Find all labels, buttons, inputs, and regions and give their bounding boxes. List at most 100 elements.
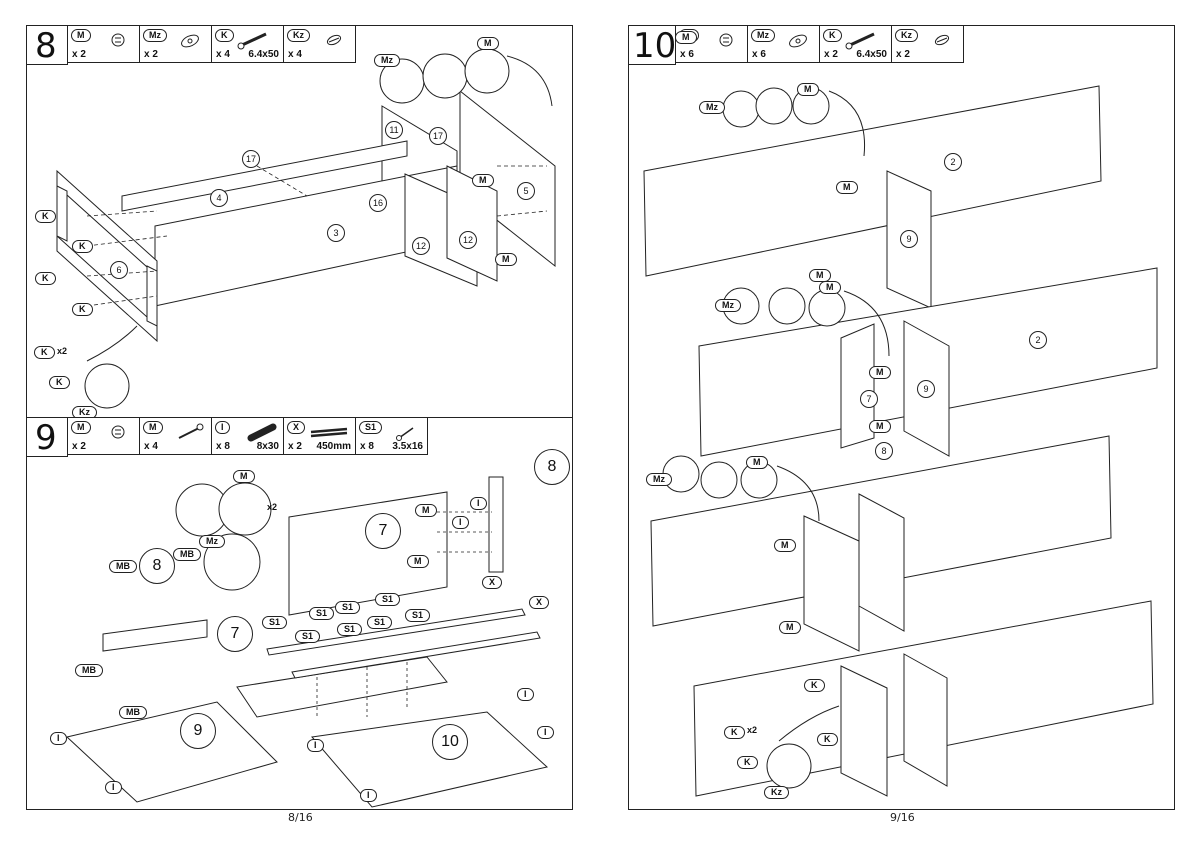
cam-lock-icon <box>111 425 125 439</box>
part-cam-bolt: M x 4 <box>139 418 211 454</box>
step-10-number-box: 10 <box>629 26 676 65</box>
panel-12: 12 <box>459 231 477 249</box>
label-Kz: Kz <box>764 786 789 799</box>
cam-lock-icon <box>719 33 733 47</box>
label-M: M <box>819 281 841 294</box>
label-I: I <box>105 781 122 794</box>
right-manual-page: 10 M x 6 Mz x 6 K x 2 6.4x50 Kz x 2 <box>628 25 1175 810</box>
label-M: M <box>779 621 801 634</box>
label-MB: MB <box>173 548 201 561</box>
panel-5: 5 <box>517 182 535 200</box>
label-S1: S1 <box>337 623 363 636</box>
panel-4: 4 <box>210 189 228 207</box>
label-MB: MB <box>119 706 147 719</box>
label-M: M <box>774 539 796 552</box>
label-S1: S1 <box>405 609 431 622</box>
dowel-icon <box>247 423 277 442</box>
part-cam-cover: Mz x 2 <box>139 26 211 62</box>
part-screw-cap: Kz x 2 <box>891 26 963 62</box>
label-I: I <box>537 726 554 739</box>
label-I: I <box>517 688 534 701</box>
label-S1: S1 <box>367 616 393 629</box>
panel-8: 8 <box>139 548 175 584</box>
label-M: M <box>869 366 891 379</box>
step-10-assembly-drawing <box>643 85 1158 797</box>
label-I: I <box>452 516 469 529</box>
left-manual-page: 8 M x 2 Mz x 2 K x 4 6.4x50 Kz x 4 <box>26 25 573 810</box>
part-screw: K x 2 6.4x50 <box>819 26 891 62</box>
step-divider <box>27 417 572 418</box>
step-9-parts-row: M x 2 M x 4 I x 8 8x30 X x 2 450mm S1 x … <box>67 418 428 455</box>
label-M: M <box>797 83 819 96</box>
screw-cap-icon <box>326 34 342 46</box>
panel-2: 2 <box>1029 331 1047 349</box>
part-dowel: I x 8 8x30 <box>211 418 283 454</box>
label-I: I <box>360 789 377 802</box>
label-M: M <box>233 470 255 483</box>
label-M: M <box>675 31 697 44</box>
label-M: M <box>415 504 437 517</box>
label-Mz: Mz <box>199 535 225 548</box>
label-Mz: Mz <box>699 101 725 114</box>
cam-cover-icon <box>181 34 199 48</box>
label-S1: S1 <box>335 601 361 614</box>
step-8-number: 8 <box>35 26 57 66</box>
label-I: I <box>307 739 324 752</box>
label-I: I <box>470 497 487 510</box>
label-M: M <box>495 253 517 266</box>
quantity-x2: x2 <box>267 502 278 512</box>
label-K: K <box>49 376 70 389</box>
part-screw-cap: Kz x 4 <box>283 26 355 62</box>
screw-icon <box>845 32 875 50</box>
step-8-parts-row: M x 2 Mz x 2 K x 4 6.4x50 Kz x 4 <box>67 26 356 63</box>
step-10-number: 10 <box>633 26 677 66</box>
screw-cap-icon <box>934 34 950 46</box>
part-cam-lock: M x 2 <box>67 418 139 454</box>
small-screw-icon <box>396 427 414 441</box>
panel-6: 6 <box>110 261 128 279</box>
panel-16: 16 <box>369 194 387 212</box>
label-M: M <box>746 456 768 469</box>
label-M: M <box>836 181 858 194</box>
label-Mz: Mz <box>646 473 672 486</box>
part-cam-cover: Mz x 6 <box>747 26 819 62</box>
quantity-x2: x2 <box>57 346 68 356</box>
label-K: K <box>804 679 825 692</box>
label-X: X <box>482 576 503 589</box>
label-I: I <box>50 732 67 745</box>
label-M: M <box>809 269 831 282</box>
label-M: M <box>472 174 494 187</box>
label-K: K <box>724 726 745 739</box>
screw-icon <box>237 32 267 50</box>
panel-2: 2 <box>944 153 962 171</box>
drawer-runner-icon <box>310 427 348 438</box>
label-K: K <box>72 303 93 316</box>
panel-17: 17 <box>429 127 447 145</box>
panel-9: 9 <box>180 713 216 749</box>
cam-cover-icon <box>789 34 807 48</box>
part-screw: K x 4 6.4x50 <box>211 26 283 62</box>
step-9-assembly-drawing <box>65 476 549 808</box>
panel-12: 12 <box>412 237 430 255</box>
label-M: M <box>477 37 499 50</box>
part-drawer-runner: X x 2 450mm <box>283 418 355 454</box>
panel-3: 3 <box>327 224 345 242</box>
panel-17: 17 <box>242 150 260 168</box>
label-K: K <box>817 733 838 746</box>
panel-10: 10 <box>432 724 468 760</box>
panel-8: 8 <box>875 442 893 460</box>
label-MB: MB <box>109 560 137 573</box>
panel-7: 7 <box>365 513 401 549</box>
label-K: K <box>34 346 55 359</box>
label-K: K <box>35 210 56 223</box>
part-cam-lock: M x 2 <box>67 26 139 62</box>
label-MB: MB <box>75 664 103 677</box>
step-8-assembly-drawing <box>56 48 556 409</box>
step-9-number: 9 <box>35 418 57 458</box>
label-X: X <box>529 596 550 609</box>
panel-7: 7 <box>860 390 878 408</box>
label-K: K <box>72 240 93 253</box>
panel-9: 9 <box>900 230 918 248</box>
label-K: K <box>35 272 56 285</box>
cam-lock-icon <box>111 33 125 47</box>
